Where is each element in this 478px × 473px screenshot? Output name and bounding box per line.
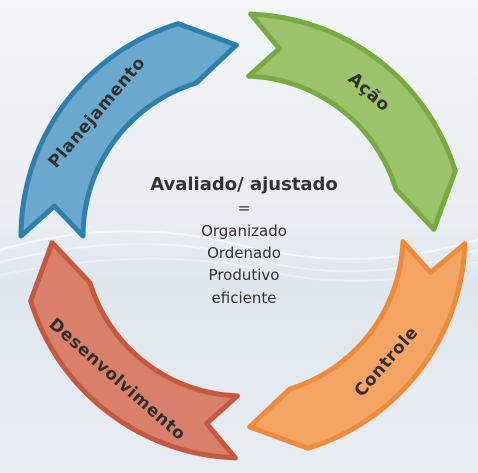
center-text-block: Avaliado/ ajustado = Organizado Ordenado… [150, 174, 338, 307]
center-line-eficiente: eficiente [212, 289, 277, 307]
center-line-organizado: Organizado [201, 222, 287, 240]
arc-planejamento [18, 21, 239, 239]
center-line-produtivo: Produtivo [209, 266, 280, 284]
center-title: Avaliado/ ajustado [150, 174, 338, 195]
arc-controle [247, 239, 468, 451]
center-line-ordenado: Ordenado [207, 244, 281, 262]
center-equals: = [238, 199, 251, 217]
arc-desenvolvimento [28, 240, 240, 461]
arc-acao [246, 11, 458, 232]
